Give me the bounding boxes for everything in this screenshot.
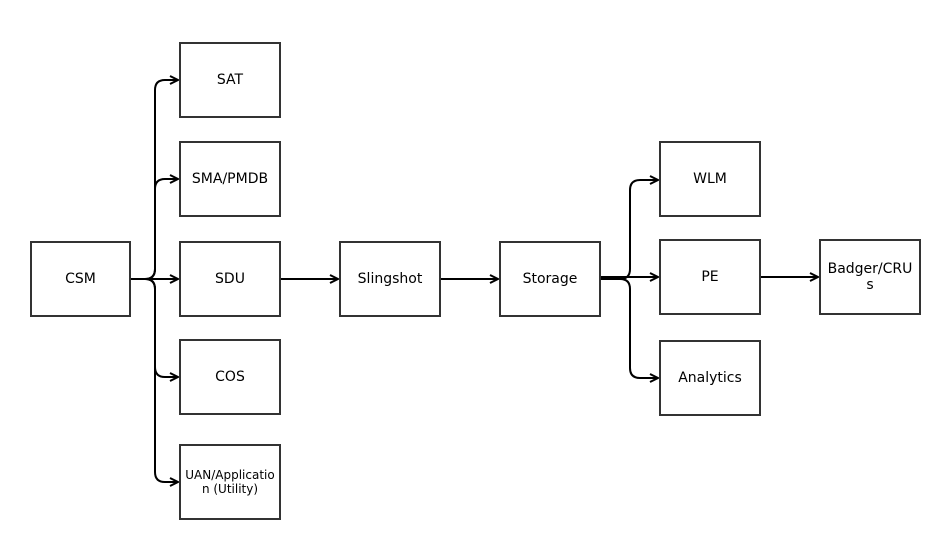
- node-wlm-label: WLM: [693, 171, 727, 187]
- edge-csm-sma: [130, 179, 178, 280]
- node-sat-label: SAT: [216, 72, 244, 88]
- node-storage-label: Storage: [522, 271, 578, 287]
- node-cos: COS: [179, 339, 281, 415]
- node-uan-application: UAN/Application (Utility): [179, 444, 281, 520]
- edge-storage-analytics: [600, 278, 658, 378]
- node-badger-crus: Badger/CRUs: [819, 239, 921, 315]
- node-csm: CSM: [30, 241, 131, 317]
- node-sma-pmdb: SMA/PMDB: [179, 141, 281, 217]
- node-sdu-label: SDU: [215, 271, 245, 287]
- node-storage: Storage: [499, 241, 601, 317]
- node-csm-label: CSM: [65, 271, 96, 287]
- node-analytics-label: Analytics: [678, 370, 742, 386]
- node-analytics: Analytics: [659, 340, 761, 416]
- node-wlm: WLM: [659, 141, 761, 217]
- node-slingshot-label: Slingshot: [357, 271, 423, 287]
- node-badger-crus-label: Badger/CRUs: [827, 261, 913, 293]
- node-cos-label: COS: [215, 369, 245, 385]
- edge-storage-wlm: [600, 180, 658, 280]
- node-sat: SAT: [179, 42, 281, 118]
- node-pe: PE: [659, 239, 761, 315]
- node-sdu: SDU: [179, 241, 281, 317]
- node-sma-pmdb-label: SMA/PMDB: [191, 171, 269, 187]
- node-slingshot: Slingshot: [339, 241, 441, 317]
- node-uan-application-label: UAN/Application (Utility): [185, 468, 275, 496]
- node-pe-label: PE: [701, 269, 719, 285]
- edge-csm-uan: [130, 278, 178, 482]
